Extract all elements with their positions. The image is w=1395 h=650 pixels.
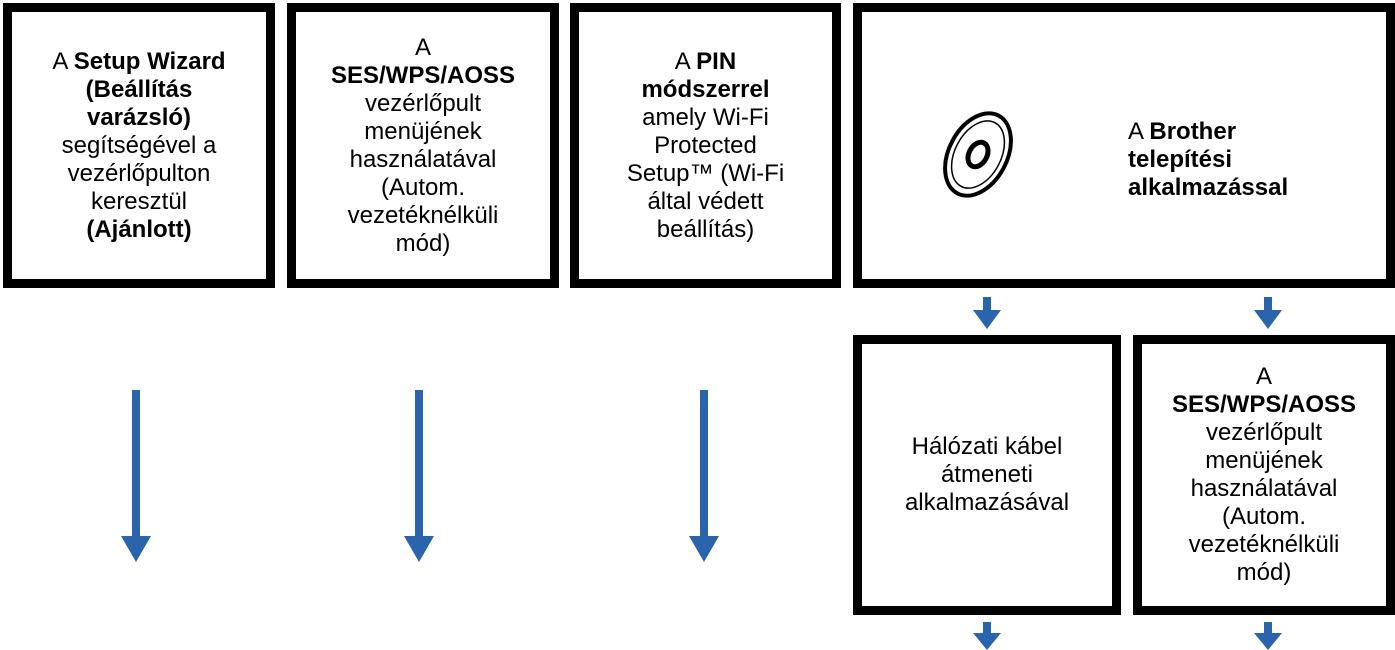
option-box-ses-wps-aoss-2: A SES/WPS/AOSS vezérlőpult menüjének has… (1133, 335, 1395, 615)
option-box-ses-wps-aoss: A SES/WPS/AOSS vezérlőpult menüjének has… (287, 3, 559, 288)
option-text-ses-wps-aoss: A SES/WPS/AOSS vezérlőpult menüjének has… (330, 33, 516, 257)
option-box-setup-wizard: A Setup Wizard (Beállítás varázsló) segí… (3, 3, 275, 288)
option-text-brother-installer: A Brother telepítési alkalmazással (1128, 118, 1289, 201)
option-text-pin-method: A PIN módszerrel amely Wi-Fi Protected S… (626, 47, 785, 243)
down-arrow-long-2 (404, 390, 434, 562)
down-arrow-long-3 (689, 390, 719, 562)
option-text-network-cable: Hálózati kábel átmeneti alkalmazásával (904, 433, 1070, 516)
down-arrow-long-1 (121, 390, 151, 562)
option-box-brother-installer: A Brother telepítési alkalmazással (853, 3, 1395, 288)
option-box-pin-method: A PIN módszerrel amely Wi-Fi Protected S… (570, 3, 841, 288)
option-text-setup-wizard: A Setup Wizard (Beállítás varázsló) segí… (52, 47, 226, 243)
down-arrow-short-4 (1254, 622, 1282, 650)
down-arrow-short-3 (973, 622, 1001, 650)
option-text-ses-wps-aoss-2: A SES/WPS/AOSS vezérlőpult menüjének has… (1171, 363, 1357, 586)
down-arrow-short-1 (973, 297, 1001, 329)
down-arrow-short-2 (1254, 297, 1282, 329)
cd-disc-icon (943, 111, 1013, 198)
option-box-network-cable: Hálózati kábel átmeneti alkalmazásával (853, 335, 1121, 615)
